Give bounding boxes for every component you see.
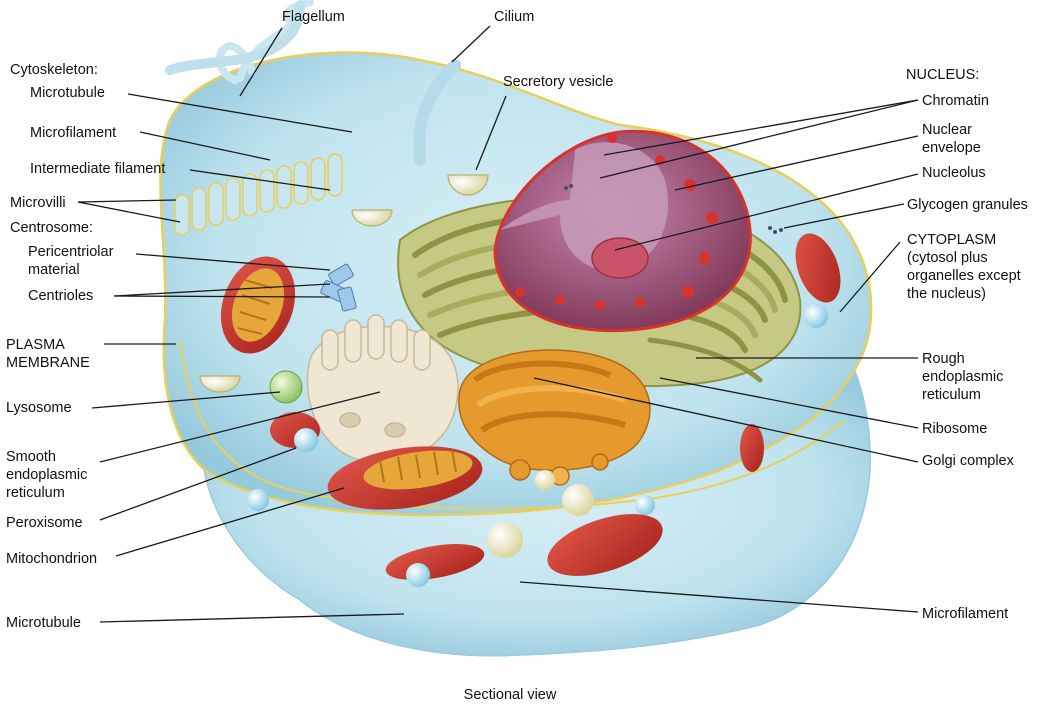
peroxisome (294, 428, 318, 452)
vesicle-left (199, 375, 241, 393)
golgi-complex (458, 349, 651, 486)
vesicle-c (535, 470, 555, 490)
label-mitochondrion: Mitochondrion (6, 551, 98, 567)
flagellum-body (165, 0, 305, 75)
label-microtubule-bottom: Microtubule (6, 615, 81, 631)
mitochondrion-bottom (547, 514, 663, 576)
vesicle-a (562, 484, 594, 516)
label-cytoplasm: CYTOPLASM (cytosol plus organelles excep… (907, 232, 1021, 302)
vesicles (199, 174, 828, 587)
label-chromatin: Chromatin (922, 93, 989, 109)
label-lysosome: Lysosome (6, 400, 72, 416)
vesicle-upper (351, 209, 393, 227)
leader-lines (77, 25, 919, 623)
label-microfilament-bottom: Microfilament (922, 606, 1009, 622)
label-microtubule-top: Microtubule (30, 85, 105, 101)
label-nucleolus: Nucleolus (922, 165, 986, 181)
nucleolus (591, 237, 649, 279)
label-centrosome: Centrosome: (10, 220, 94, 236)
peroxisome-right (804, 304, 828, 328)
caption: Sectional view (463, 687, 557, 703)
cilium (413, 59, 461, 166)
smooth-er (306, 314, 459, 464)
label-intermediate-filament: Intermediate filament (30, 161, 166, 177)
label-cytoskeleton: Cytoskeleton: (10, 62, 98, 78)
lysosome (269, 370, 303, 404)
label-microfilament-top: Microfilament (30, 125, 117, 141)
label-plasma-membrane: PLASMA MEMBRANE (6, 337, 90, 371)
label-microvilli: Microvilli (10, 195, 66, 211)
label-rough-er: Rough endoplasmic reticulum (922, 351, 1004, 403)
label-cilium: Cilium (494, 9, 535, 25)
centrioles (320, 263, 357, 312)
secretory-vesicle (447, 174, 489, 196)
nuclear-pores (515, 133, 718, 310)
mitochondrion-far-right (740, 424, 764, 472)
label-glycogen-granules: Glycogen granules (907, 197, 1028, 213)
label-centrioles: Centrioles (28, 288, 94, 304)
plasma-membrane-cut (179, 339, 846, 510)
label-pericentriolar-material: Pericentriolar material (28, 244, 114, 278)
label-smooth-er: Smooth endoplasmic reticulum (6, 449, 88, 501)
microvilli (174, 153, 343, 236)
mitochondrion-center (327, 446, 483, 510)
vesicle-b (487, 522, 523, 558)
vesicle-d (635, 495, 655, 515)
mitochondrion-right (795, 233, 841, 303)
nucleus (493, 129, 752, 333)
label-nucleus: NUCLEUS: (906, 67, 980, 83)
label-peroxisome: Peroxisome (6, 515, 83, 531)
glycogen-granules (564, 184, 783, 234)
label-secretory-vesicle: Secretory vesicle (503, 74, 614, 90)
vesicle-bottom (406, 563, 430, 587)
label-golgi-complex: Golgi complex (922, 453, 1014, 469)
label-flagellum: Flagellum (282, 9, 345, 25)
vesicle-bottom-left (247, 489, 269, 511)
label-ribosome: Ribosome (922, 421, 988, 437)
label-nuclear-envelope: Nuclear envelope (922, 122, 981, 156)
